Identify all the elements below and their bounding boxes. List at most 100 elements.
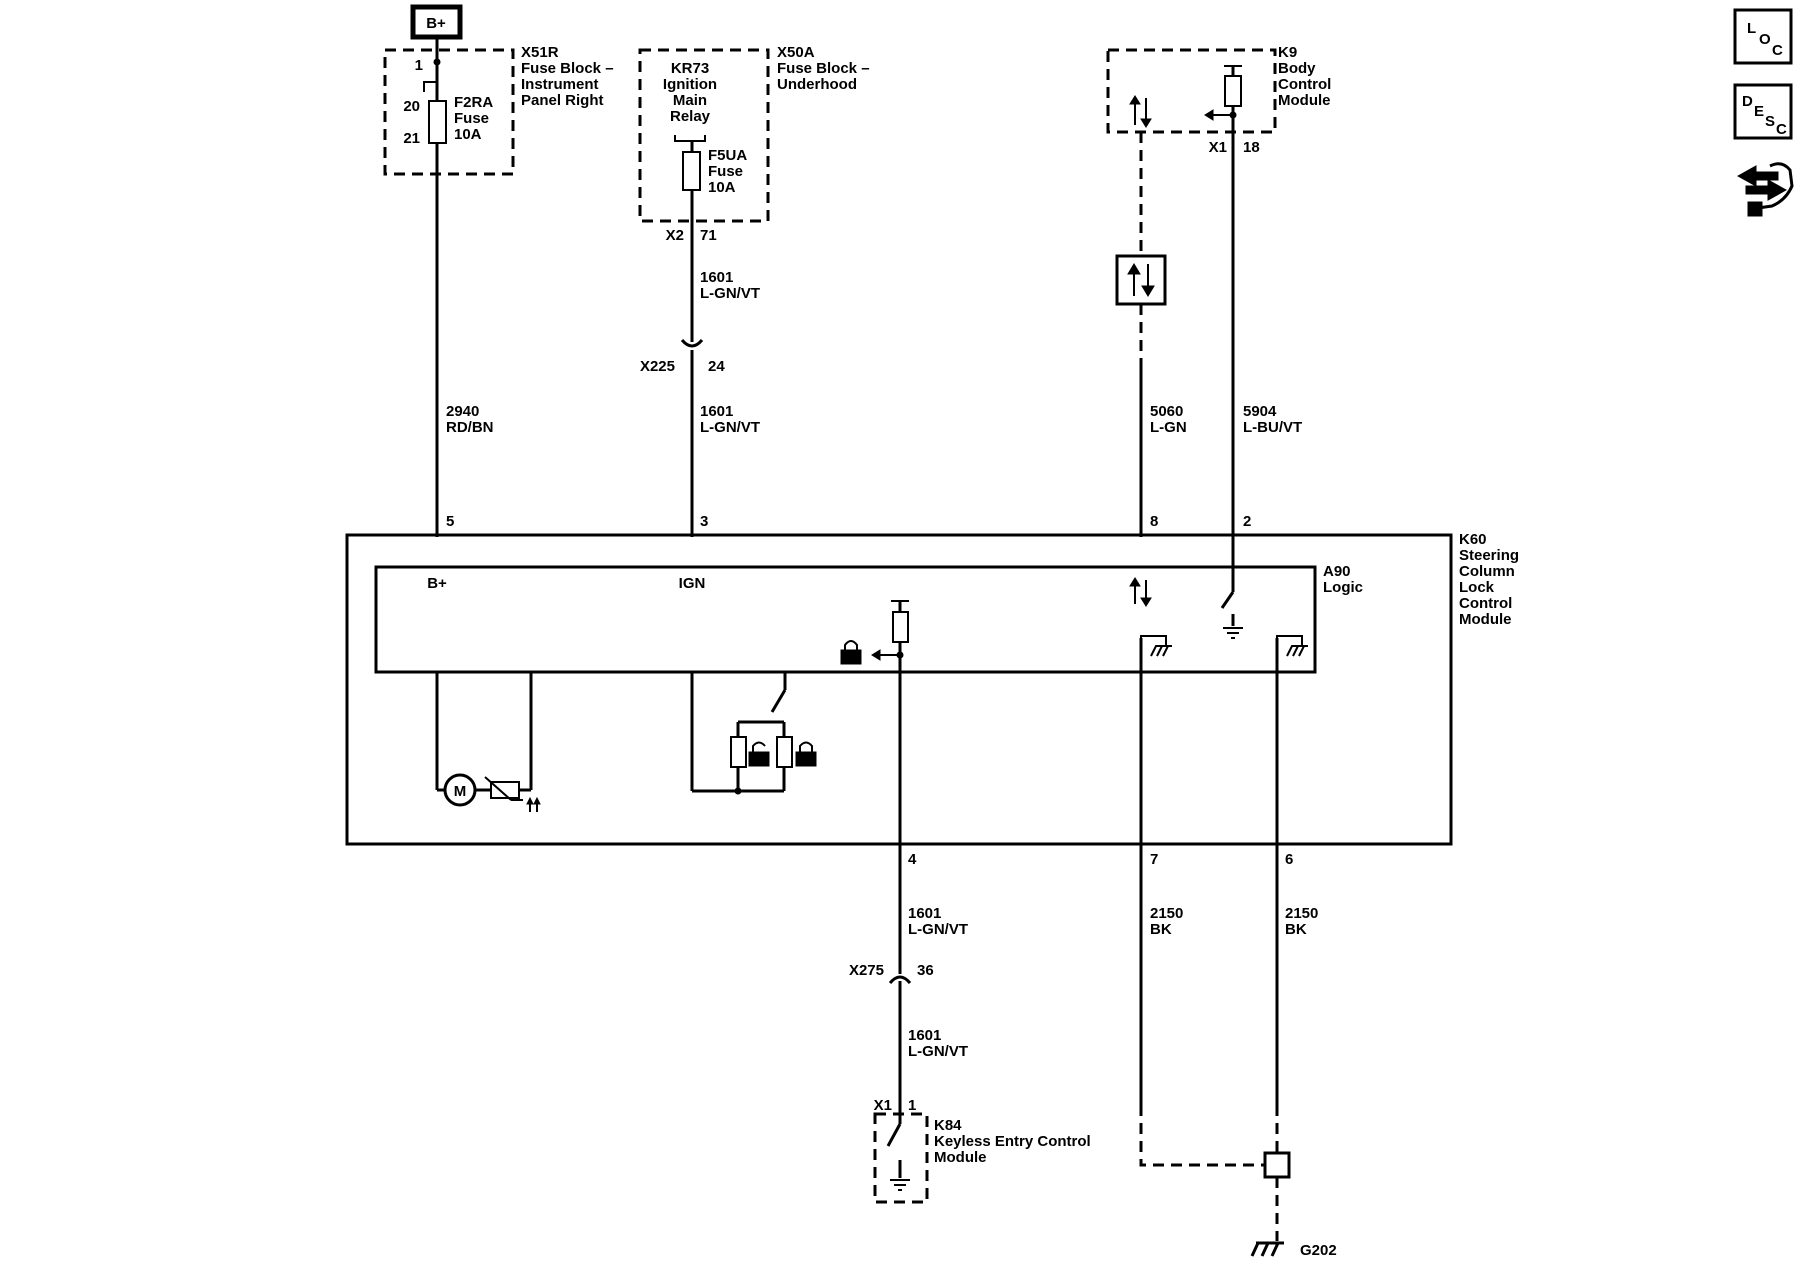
svg-text:X1: X1 <box>1209 139 1227 156</box>
svg-text:Control: Control <box>1459 595 1512 612</box>
unlock-icon <box>748 741 770 767</box>
f2ra-fuse: F2RA Fuse 10A <box>428 94 493 144</box>
svg-text:RD/BN: RD/BN <box>446 419 494 436</box>
svg-text:Underhood: Underhood <box>777 76 857 93</box>
svg-text:Instrument: Instrument <box>521 76 599 93</box>
svg-text:F2RA: F2RA <box>454 94 493 111</box>
svg-text:L-GN/VT: L-GN/VT <box>908 1043 968 1060</box>
chassis-ground-icon <box>1140 635 1172 657</box>
ground-splice <box>1139 1105 1291 1241</box>
svg-text:X50A: X50A <box>777 44 815 61</box>
logic-serial-arrows-icon <box>1129 577 1152 607</box>
svg-text:M: M <box>454 783 467 800</box>
svg-text:21: 21 <box>403 130 420 147</box>
svg-text:K9: K9 <box>1278 44 1297 61</box>
svg-text:Control: Control <box>1278 76 1331 93</box>
svg-text:10A: 10A <box>454 126 482 143</box>
serial-data-arrows-icon <box>1129 95 1152 128</box>
svg-text:BK: BK <box>1285 921 1307 938</box>
svg-text:24: 24 <box>708 358 725 375</box>
motor-circuit: M <box>435 672 541 812</box>
svg-text:Ignition: Ignition <box>663 76 717 93</box>
svg-text:1601: 1601 <box>908 1027 941 1044</box>
svg-text:5: 5 <box>446 513 454 530</box>
svg-text:K60: K60 <box>1459 531 1487 548</box>
f5ua-fuse: F5UA Fuse 10A <box>682 147 747 196</box>
svg-text:Column: Column <box>1459 563 1515 580</box>
k9-body-control-module: K9 Body Control Module <box>1106 44 1331 134</box>
svg-text:3: 3 <box>700 513 708 530</box>
svg-text:E: E <box>1754 103 1764 120</box>
svg-text:Steering: Steering <box>1459 547 1519 564</box>
svg-text:Body: Body <box>1278 60 1316 77</box>
lock-icon <box>795 741 817 767</box>
logic-ground-icon <box>1223 614 1243 639</box>
svg-text:Panel Right: Panel Right <box>521 92 604 109</box>
svg-text:Logic: Logic <box>1323 579 1363 596</box>
svg-text:S: S <box>1765 113 1775 130</box>
svg-text:5060: 5060 <box>1150 403 1183 420</box>
svg-text:D: D <box>1742 93 1753 110</box>
x275-connector: X275 36 <box>849 962 934 985</box>
x51r-fuse-block: X51R Fuse Block – Instrument Panel Right… <box>383 37 614 176</box>
svg-text:Fuse Block –: Fuse Block – <box>777 60 870 77</box>
svg-text:18: 18 <box>1243 139 1260 156</box>
svg-text:Relay: Relay <box>670 108 711 125</box>
lock-position-sensor <box>690 672 817 795</box>
wrench-arrows-icon[interactable] <box>1736 162 1794 217</box>
k84-keyless-entry-module: X1 1 K84 Keyless Entry Control Module <box>873 1097 1091 1204</box>
pullup-resistor <box>1224 65 1242 107</box>
svg-text:Lock: Lock <box>1459 579 1495 596</box>
svg-text:Main: Main <box>673 92 707 109</box>
svg-text:7: 7 <box>1150 851 1158 868</box>
svg-text:F5UA: F5UA <box>708 147 747 164</box>
chassis-ground-icon <box>1276 635 1308 657</box>
svg-text:1: 1 <box>908 1097 916 1114</box>
svg-text:4: 4 <box>908 851 917 868</box>
temperature-arrows-icon <box>526 796 541 812</box>
svg-text:2940: 2940 <box>446 403 479 420</box>
svg-text:Module: Module <box>934 1149 987 1166</box>
svg-text:L-GN/VT: L-GN/VT <box>700 285 760 302</box>
svg-text:5904: 5904 <box>1243 403 1277 420</box>
svg-text:A90: A90 <box>1323 563 1351 580</box>
svg-text:X2: X2 <box>666 227 684 244</box>
serial-data-box <box>1115 254 1167 306</box>
svg-text:20: 20 <box>403 98 420 115</box>
svg-text:71: 71 <box>700 227 717 244</box>
svg-text:B+: B+ <box>427 575 447 592</box>
svg-text:L-GN: L-GN <box>1150 419 1187 436</box>
svg-text:C: C <box>1772 42 1783 59</box>
svg-text:X1: X1 <box>874 1097 892 1114</box>
svg-text:10A: 10A <box>708 179 736 196</box>
g202-ground-icon: G202 <box>1250 1241 1337 1259</box>
svg-text:L-BU/VT: L-BU/VT <box>1243 419 1302 436</box>
svg-text:6: 6 <box>1285 851 1293 868</box>
svg-text:1601: 1601 <box>700 269 733 286</box>
svg-text:2: 2 <box>1243 513 1251 530</box>
svg-text:Module: Module <box>1278 92 1331 109</box>
svg-text:K84: K84 <box>934 1117 962 1134</box>
svg-text:X51R: X51R <box>521 44 559 61</box>
svg-text:L-GN/VT: L-GN/VT <box>908 921 968 938</box>
svg-text:36: 36 <box>917 962 934 979</box>
svg-text:1601: 1601 <box>700 403 733 420</box>
svg-text:Module: Module <box>1459 611 1512 628</box>
a90-logic-block: A90 Logic B+ IGN <box>374 563 1363 674</box>
svg-text:1601: 1601 <box>908 905 941 922</box>
svg-text:Fuse: Fuse <box>454 110 489 127</box>
desc-icon[interactable]: D E S C <box>1733 83 1793 140</box>
svg-text:Fuse: Fuse <box>708 163 743 180</box>
lock-icon <box>840 640 862 665</box>
svg-text:G202: G202 <box>1300 1242 1337 1259</box>
svg-text:IGN: IGN <box>679 575 706 592</box>
b-plus-source: B+ <box>410 4 463 40</box>
lock-output-pullup <box>871 600 909 661</box>
svg-text:X275: X275 <box>849 962 884 979</box>
svg-text:Keyless Entry Control: Keyless Entry Control <box>934 1133 1091 1150</box>
svg-text:2150: 2150 <box>1150 905 1183 922</box>
svg-text:Fuse Block –: Fuse Block – <box>521 60 614 77</box>
svg-text:KR73: KR73 <box>671 60 709 77</box>
loc-icon[interactable]: L O C <box>1733 8 1793 65</box>
svg-text:2150: 2150 <box>1285 905 1318 922</box>
